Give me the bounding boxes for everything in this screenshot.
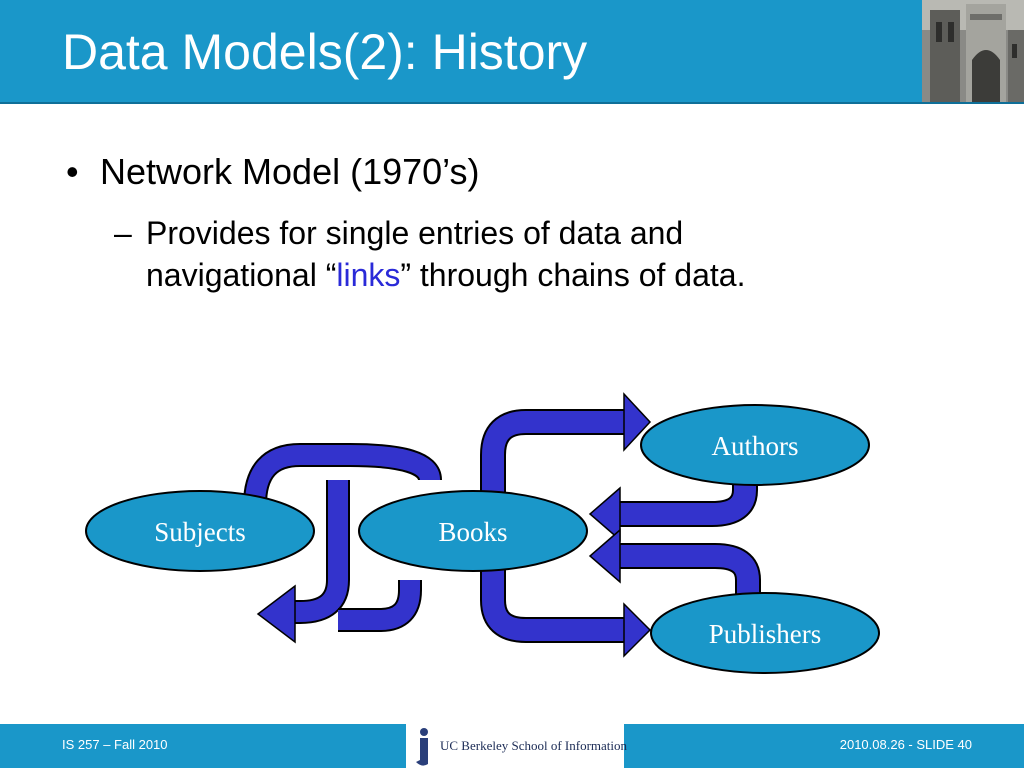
course-label: IS 257 – Fall 2010 — [62, 737, 168, 752]
network-model-diagram: Subjects Books Authors Publishers — [85, 392, 880, 674]
publishers-books-arrow — [588, 528, 761, 595]
sub-line-2-after: ” through chains of data. — [400, 257, 746, 293]
links-word: links — [336, 257, 401, 293]
school-logo-text: UC Berkeley School of Information — [440, 738, 628, 753]
node-books-label: Books — [438, 517, 507, 547]
school-logo-icon — [416, 728, 428, 766]
books-authors-arrow — [480, 392, 652, 510]
bullet-dot-icon: • — [66, 151, 79, 192]
slide-number-label: 2010.08.26 - SLIDE 40 — [839, 737, 972, 752]
building-photo — [922, 0, 1024, 102]
node-subjects-label: Subjects — [154, 517, 246, 547]
node-subjects: Subjects — [85, 490, 315, 572]
slide-title: Data Models(2): History — [62, 24, 588, 80]
books-publishers-arrow — [480, 565, 652, 658]
node-publishers: Publishers — [650, 592, 880, 674]
slide-header: Data Models(2): History — [0, 0, 1024, 102]
sub-line-2-before: navigational “ — [146, 257, 337, 293]
node-books: Books — [358, 490, 588, 572]
node-authors-label: Authors — [712, 431, 799, 461]
subjects-books-loop-arrow — [243, 443, 442, 644]
node-publishers-label: Publishers — [709, 619, 822, 649]
sub-bullet: –Provides for single entries of data and… — [114, 212, 914, 296]
header-divider — [0, 102, 1024, 104]
bullet-text: Network Model (1970’s) — [100, 151, 480, 192]
node-authors: Authors — [640, 404, 870, 486]
sub-line-1: Provides for single entries of data and — [146, 215, 684, 251]
slide-footer: IS 257 – Fall 2010 UC Berkeley School of… — [0, 724, 1024, 768]
authors-books-arrow — [588, 480, 758, 542]
sub-dash: – — [114, 215, 132, 251]
school-logo: UC Berkeley School of Information — [406, 724, 628, 768]
sub-line-2: navigational “links” through chains of d… — [114, 254, 914, 296]
bullet-network-model: • Network Model (1970’s) — [66, 150, 480, 194]
